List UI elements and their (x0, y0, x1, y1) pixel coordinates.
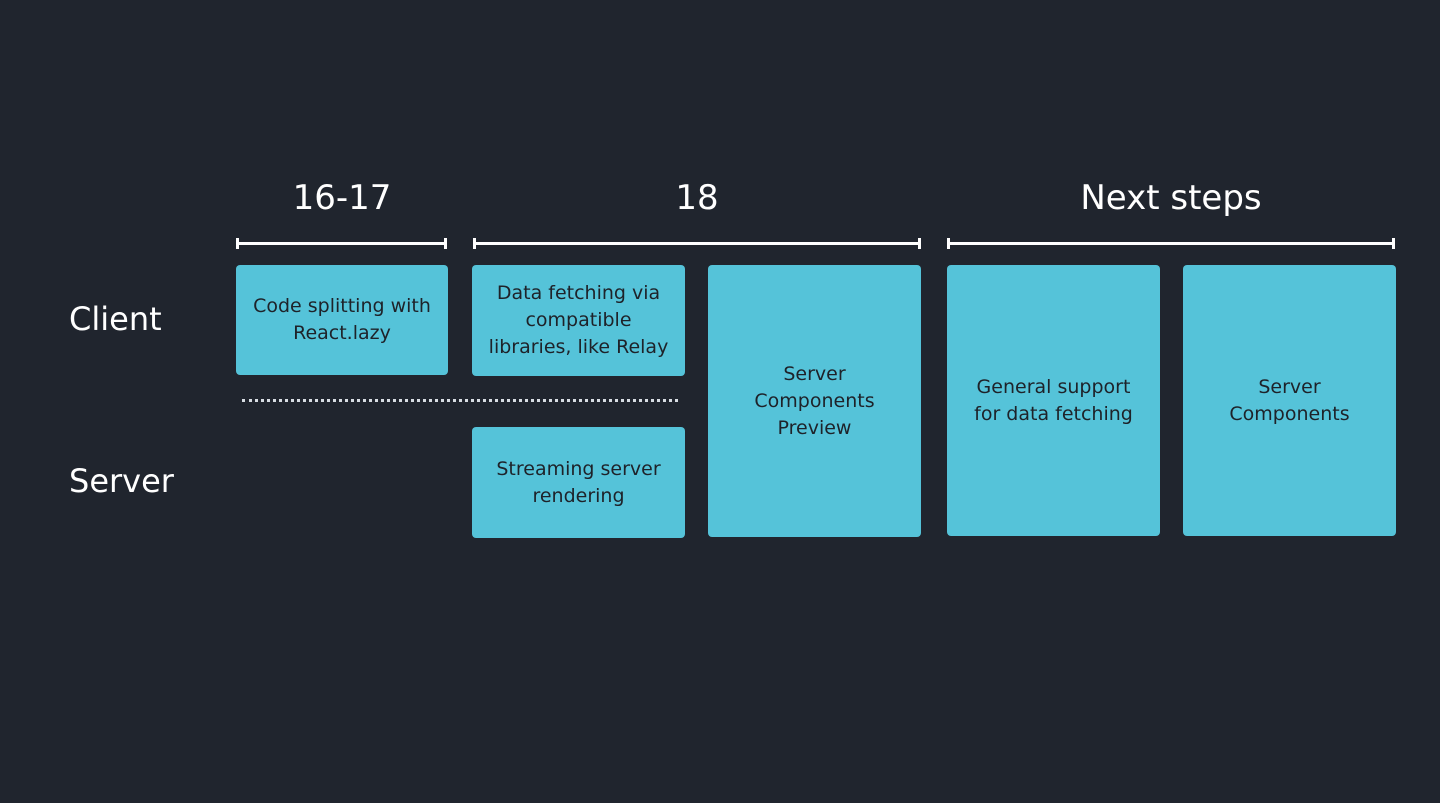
card-rsc-preview-text: Server Components Preview (754, 362, 875, 439)
bracket-16-17 (236, 238, 447, 249)
bracket-next-steps (947, 238, 1395, 249)
card-server-components: Server Components (1183, 265, 1396, 536)
bracket-18 (473, 238, 921, 249)
card-data-fetching-text: Data fetching via compatible libraries, … (488, 282, 669, 358)
card-server-components-preview: Server Components Preview (708, 265, 921, 537)
version-label-next-steps: Next steps (1080, 178, 1262, 218)
card-rsc-text: Server Components (1229, 375, 1350, 425)
row-label-client: Client (69, 300, 162, 338)
card-general-support-text: General support for data fetching (974, 375, 1133, 425)
card-code-splitting-text: Code splitting with React.lazy (253, 295, 431, 344)
row-label-server: Server (69, 462, 174, 500)
card-streaming-text: Streaming server rendering (496, 457, 661, 507)
card-streaming-server-rendering: Streaming server rendering (472, 427, 685, 538)
card-general-data-fetching: General support for data fetching (947, 265, 1160, 536)
client-server-divider (242, 399, 678, 402)
version-label-18: 18 (675, 178, 719, 218)
version-label-16-17: 16-17 (292, 178, 392, 218)
card-code-splitting: Code splitting with React.lazy (236, 265, 448, 375)
card-data-fetching: Data fetching via compatible libraries, … (472, 265, 685, 376)
